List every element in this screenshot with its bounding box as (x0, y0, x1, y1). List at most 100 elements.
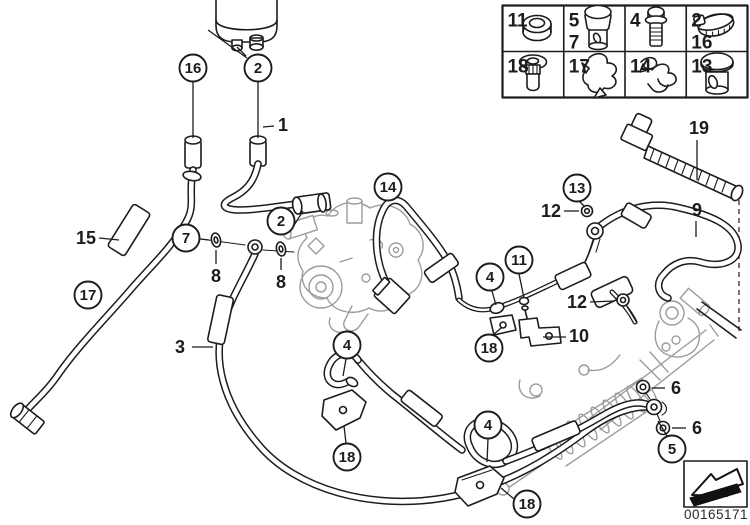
pipe-clip-icon (639, 56, 677, 93)
callout-4[interactable]: 4 (332, 330, 362, 360)
svg-text:2: 2 (277, 213, 285, 230)
part-label-15[interactable]: 15 (76, 228, 96, 248)
hose-9 (596, 201, 742, 302)
banjo-fitting-13-12 (580, 204, 638, 324)
callout-16[interactable]: 16 (178, 53, 208, 83)
callout-7[interactable]: 7 (171, 223, 201, 253)
doc-id: 00165171 (684, 507, 748, 522)
power-steering-pump-ghost (281, 197, 424, 334)
part-label-9[interactable]: 9 (692, 200, 702, 220)
return-hose-loops (323, 349, 650, 469)
callout-5[interactable]: 5 (657, 434, 687, 464)
svg-text:12: 12 (567, 292, 587, 312)
part-label-12[interactable]: 12 (541, 201, 561, 221)
svg-text:18: 18 (481, 340, 498, 357)
callout-4[interactable]: 4 (475, 262, 505, 292)
pressure-hose-3 (206, 250, 653, 506)
svg-text:11: 11 (511, 252, 527, 269)
union-fitting-cluster (554, 238, 638, 325)
legend-number: 18 (508, 57, 529, 78)
clamp-bracket-4a-18a (489, 301, 517, 336)
body-panel-lines (696, 200, 742, 339)
svg-text:8: 8 (211, 266, 221, 286)
callout-2[interactable]: 2 (243, 53, 273, 83)
svg-text:10: 10 (569, 326, 589, 346)
callout-18[interactable]: 18 (332, 442, 362, 472)
clamp-bracket-4b-18b (321, 376, 367, 431)
legend-cell-11[interactable]: 11 (508, 11, 529, 32)
fluid-reservoir (207, 0, 278, 59)
banjo-bolt-icon (584, 4, 612, 51)
part-label-10[interactable]: 10 (569, 326, 589, 346)
svg-text:13: 13 (569, 180, 586, 197)
legend-cell-5-7[interactable]: 57 (569, 11, 580, 54)
part-label-8[interactable]: 8 (276, 272, 286, 292)
svg-text:15: 15 (76, 228, 96, 248)
flange-nut-icon (522, 14, 552, 42)
svg-text:6: 6 (692, 418, 702, 438)
svg-text:2: 2 (254, 60, 262, 77)
retaining-strap-19 (620, 112, 744, 202)
hose-clamp-icon (693, 13, 735, 37)
return-hose-1 (220, 135, 332, 215)
svg-text:9: 9 (692, 200, 702, 220)
svg-text:6: 6 (671, 378, 681, 398)
banjo-bolt-large-icon (700, 52, 734, 95)
callout-18[interactable]: 18 (474, 333, 504, 363)
footer-plate: 00165171 (683, 460, 748, 522)
legend-cell-18[interactable]: 18 (508, 57, 529, 78)
svg-text:3: 3 (175, 337, 185, 357)
fastener-legend (501, 4, 749, 99)
callout-11[interactable]: 11 (504, 245, 534, 275)
part-label-12[interactable]: 12 (567, 292, 587, 312)
banjo-fitting-7 (200, 232, 295, 257)
svg-text:1: 1 (278, 115, 288, 135)
legend-number: 16 (691, 33, 712, 54)
svg-text:17: 17 (80, 287, 97, 304)
svg-text:4: 4 (484, 417, 493, 434)
svg-text:7: 7 (182, 230, 190, 247)
svg-text:16: 16 (185, 60, 202, 77)
legend-cell-14[interactable]: 14 (630, 57, 652, 78)
part-label-8[interactable]: 8 (211, 266, 221, 286)
legend-cell-13[interactable]: 13 (691, 57, 712, 78)
part-label-3[interactable]: 3 (175, 337, 185, 357)
callout-4[interactable]: 4 (473, 410, 503, 440)
legend-cell-2-16[interactable]: 216 (691, 11, 712, 54)
legend-number: 5 (569, 11, 580, 32)
spring-clip-icon (581, 52, 618, 99)
svg-text:18: 18 (519, 496, 536, 513)
callout-17[interactable]: 17 (73, 280, 103, 310)
svg-text:14: 14 (380, 179, 397, 196)
part-label-1[interactable]: 1 (278, 115, 288, 135)
callout-2[interactable]: 2 (266, 206, 296, 236)
hex-flange-bolt-icon (644, 6, 668, 47)
callout-13[interactable]: 13 (562, 173, 592, 203)
legend-number: 7 (569, 33, 580, 54)
hose-14 (372, 196, 463, 315)
part-label-19[interactable]: 19 (689, 118, 709, 138)
callout-18[interactable]: 18 (512, 489, 542, 519)
svg-text:18: 18 (339, 449, 356, 466)
legend-number: 11 (508, 11, 529, 32)
banjo-bolt-5-washers-6 (635, 379, 671, 436)
part-label-6[interactable]: 6 (692, 418, 702, 438)
hose-end-fitting (9, 402, 45, 435)
svg-text:4: 4 (343, 337, 352, 354)
callout-14[interactable]: 14 (373, 172, 403, 202)
legend-cell-4[interactable]: 4 (630, 11, 641, 32)
bracket-10 (518, 305, 562, 347)
svg-text:5: 5 (668, 441, 676, 458)
legend-number: 17 (569, 57, 590, 78)
svg-text:4: 4 (486, 269, 495, 286)
svg-text:8: 8 (276, 272, 286, 292)
legend-number: 13 (691, 57, 712, 78)
clamp-bracket-4c-18c (454, 465, 505, 507)
part-label-6[interactable]: 6 (671, 378, 681, 398)
legend-number: 4 (630, 11, 641, 32)
legend-cell-17[interactable]: 17 (569, 57, 590, 78)
svg-text:19: 19 (689, 118, 709, 138)
